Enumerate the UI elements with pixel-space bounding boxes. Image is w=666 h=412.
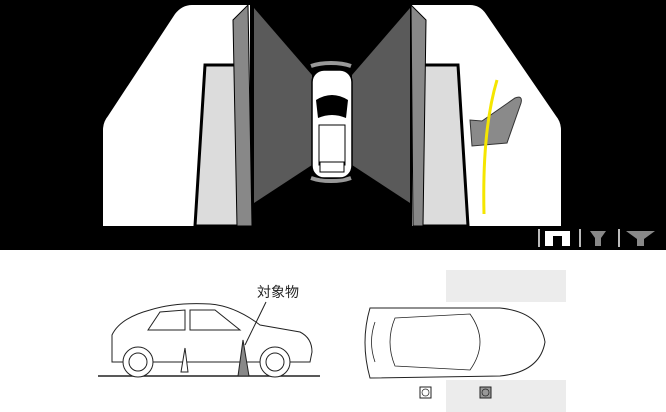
vehicle-top-diagram [364, 270, 566, 412]
guide-line [482, 79, 499, 215]
left-blind-zone [254, 8, 312, 203]
camera-monitor-screen [0, 0, 666, 250]
detection-zone-lower [446, 380, 566, 412]
detection-zone-upper [446, 270, 566, 302]
right-wall [410, 3, 427, 227]
left-wall [232, 3, 253, 227]
view-icons[interactable] [538, 229, 655, 247]
right-blind-zone [352, 8, 410, 203]
cone-target [237, 339, 250, 377]
vehicle-top-view [310, 60, 353, 184]
wide-view-icon [626, 231, 655, 246]
front-view-icon [590, 231, 606, 246]
cone-front [180, 347, 189, 373]
vehicle-side-view [98, 301, 320, 378]
callout-leader [244, 301, 267, 346]
traffic-cone [469, 96, 522, 147]
target-object-label: 対象物 [257, 285, 299, 301]
